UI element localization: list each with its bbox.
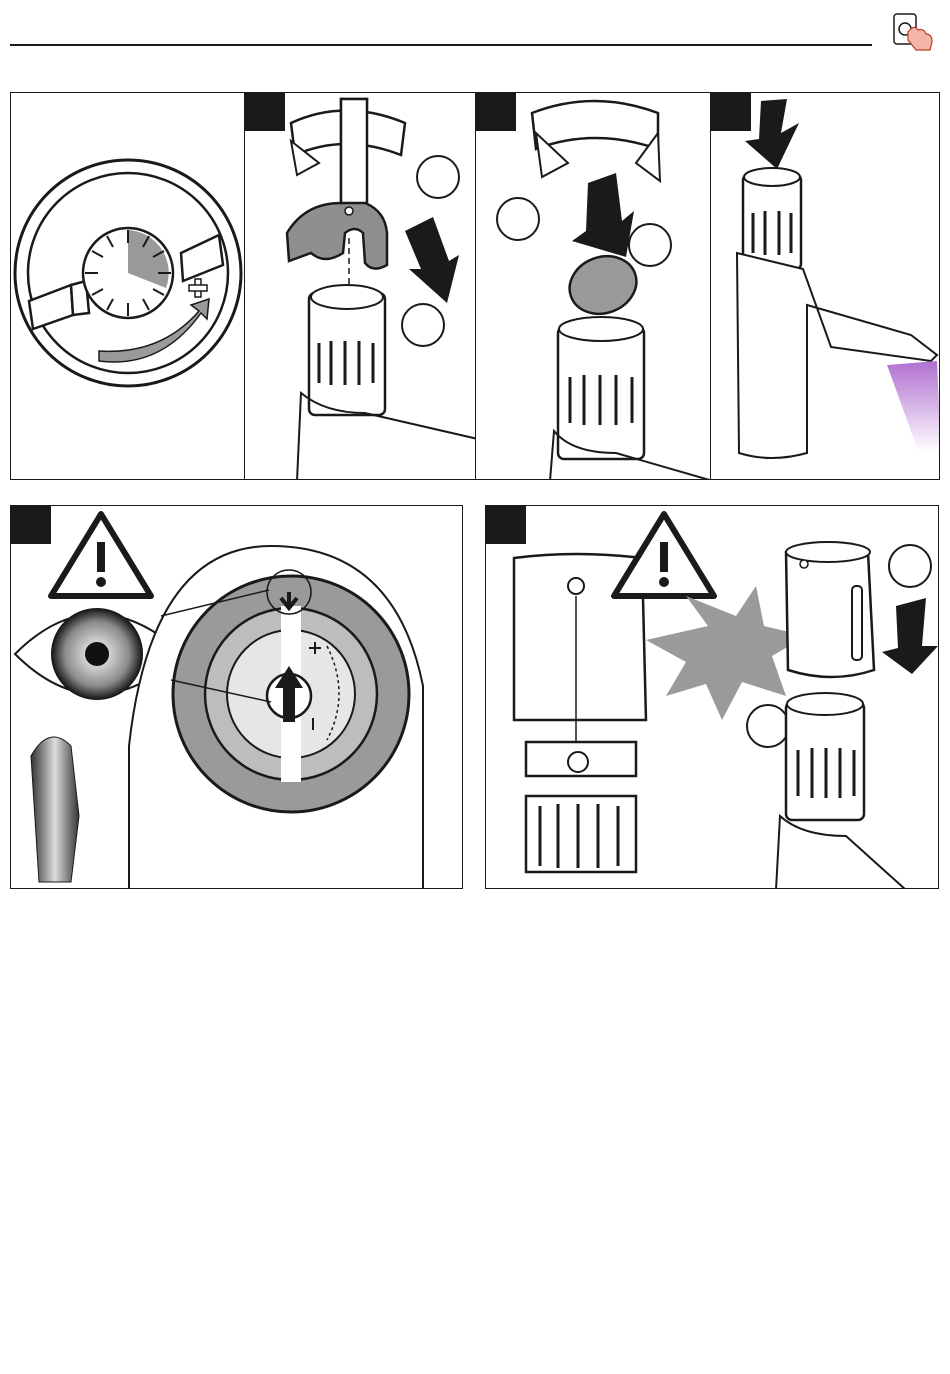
handle-icon [786,542,874,677]
down-arrow-icon [572,173,634,257]
panel-alignment-check [10,505,463,889]
rotate-arrow-icon [532,101,658,149]
disc-illustration [476,93,712,480]
handle-illustration [486,506,939,889]
faucet-illustration [711,93,940,480]
down-arrow-icon [405,217,459,303]
panel-temperature-dial [10,92,246,480]
hand-pressing-button-icon [888,10,938,52]
panel-reinstall-cartridge [710,92,940,480]
blank-page-area [0,900,950,1374]
header-rule [10,44,872,46]
alignment-illustration [11,506,463,889]
faucet-icon [737,253,937,458]
down-arrow-icon [745,99,799,169]
dial-illustration [11,93,246,480]
down-arrow-icon [882,598,938,674]
panel-wrench-removal [244,92,477,480]
disc-icon [561,247,644,323]
collision-burst-icon [646,586,806,720]
panel-handle-reinstall [485,505,939,889]
wrench-illustration [245,93,477,480]
panel-scald-guard-removal [475,92,712,480]
